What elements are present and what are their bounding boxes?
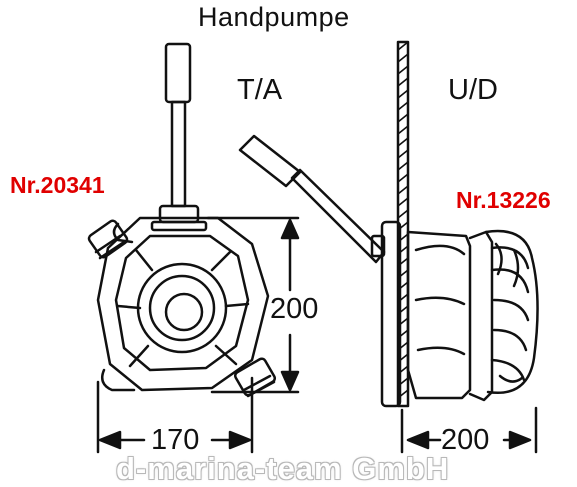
pump-ta-left-fitting	[87, 219, 129, 260]
pump-ta-body	[96, 216, 270, 392]
pump-ta-handle-grip	[164, 42, 192, 104]
pump-ta-drawing	[87, 42, 277, 398]
pump-ud-body	[406, 230, 472, 400]
part-number-right: Nr.13226	[456, 187, 551, 213]
pump-ta-handle-shaft	[170, 100, 187, 208]
diagram-title: Handpumpe	[198, 2, 350, 32]
pump-ud-handle	[238, 134, 386, 264]
dimension-width-right-arrow	[400, 406, 538, 454]
variant-label-ud: U/D	[448, 74, 498, 106]
pump-ud-flange	[380, 220, 402, 408]
pump-ud-drawing	[238, 40, 539, 408]
variant-label-ta: T/A	[237, 74, 283, 106]
part-number-left: Nr.20341	[10, 172, 105, 198]
dimension-height-arrow	[206, 216, 300, 394]
pump-ta-collar	[158, 204, 200, 224]
dimension-width-left-arrow	[96, 376, 254, 454]
pump-ud-cover	[468, 229, 539, 402]
dimension-width-left-label: 170	[151, 424, 200, 456]
dimension-width-right-label: 200	[441, 424, 490, 456]
watermark-text: d-marina-team GmbH	[116, 451, 450, 486]
bulkhead-wall	[396, 40, 410, 408]
dimension-height-label: 200	[270, 293, 319, 325]
